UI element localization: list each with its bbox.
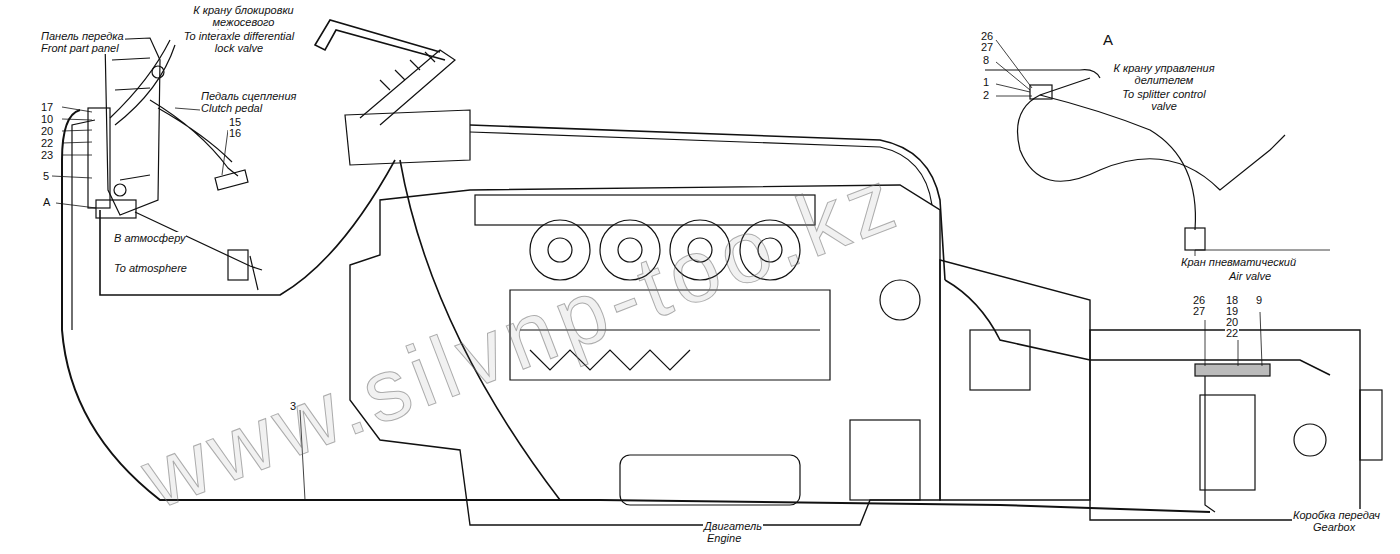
gearbox-cover	[1200, 395, 1255, 490]
boot-ribs	[380, 52, 435, 90]
fitting	[1030, 85, 1052, 99]
callout-number: 22	[1225, 327, 1239, 339]
output-flange	[1360, 390, 1382, 460]
part-label: К крану управления делителем	[1108, 62, 1220, 86]
callout-number: 20	[40, 125, 54, 137]
pipe	[100, 160, 395, 295]
pedal-pad	[215, 170, 248, 190]
callout-number: 27	[980, 41, 994, 53]
part-label: To splitter control valve	[1108, 88, 1220, 112]
callout-number: 2	[982, 89, 990, 101]
air-valve	[1185, 228, 1205, 250]
part-label: Front part panel	[40, 42, 120, 54]
part-label: Engine	[706, 532, 742, 544]
panel-detail	[112, 58, 150, 180]
pipe	[110, 40, 175, 125]
valve	[228, 250, 248, 280]
part-label: Air valve	[1228, 270, 1272, 282]
gearbox-plug	[1294, 424, 1326, 456]
fitting	[96, 200, 136, 218]
part-label: Коробка передач	[1292, 509, 1381, 521]
hose	[1195, 364, 1270, 376]
lever-housing	[345, 110, 470, 165]
callout-number: A	[1102, 34, 1114, 46]
part-label: Gearbox	[1312, 521, 1356, 533]
clutch-housing	[940, 260, 1090, 500]
part-label: Clutch pedal	[200, 102, 263, 114]
callout-number: 10	[40, 113, 54, 125]
part-label: Двигатель	[703, 520, 763, 532]
gear-lever	[315, 20, 445, 60]
view-a-pipe	[1040, 95, 1195, 230]
pulley	[880, 280, 920, 320]
exhaust-pipe	[135, 212, 262, 290]
pipe	[945, 280, 1330, 375]
engine-mount	[850, 420, 920, 500]
callout-number: 1	[982, 76, 990, 88]
front-panel	[105, 38, 160, 215]
starter	[620, 455, 800, 505]
watermark: www.silvnp-too.kz	[130, 152, 912, 524]
callout-number: 22	[40, 137, 54, 149]
callout-number: 17	[40, 101, 54, 113]
lever-boot	[360, 50, 455, 125]
pipe	[1205, 376, 1215, 512]
part-label: To interaxle differential lock valve	[178, 30, 300, 54]
part-label: Панель передка	[40, 30, 125, 42]
callout-number: 16	[228, 127, 242, 139]
callout-number: А	[42, 196, 51, 208]
callout-number: 5	[42, 170, 50, 182]
callout-number: 9	[1255, 294, 1263, 306]
pivot	[114, 184, 126, 196]
part-label: В атмосферу	[113, 232, 186, 244]
callout-number: 27	[1192, 305, 1206, 317]
part-label: Кран пневматический	[1180, 256, 1297, 268]
callout-number: 8	[982, 54, 990, 66]
gearbox	[1090, 330, 1360, 520]
part-label: To atmosphere	[113, 262, 188, 274]
view-a-pipe	[985, 70, 1285, 190]
callout-number: 23	[40, 149, 54, 161]
pipe	[72, 120, 95, 330]
valve-block	[88, 108, 110, 208]
part-label: Педаль сцепления	[200, 90, 297, 102]
